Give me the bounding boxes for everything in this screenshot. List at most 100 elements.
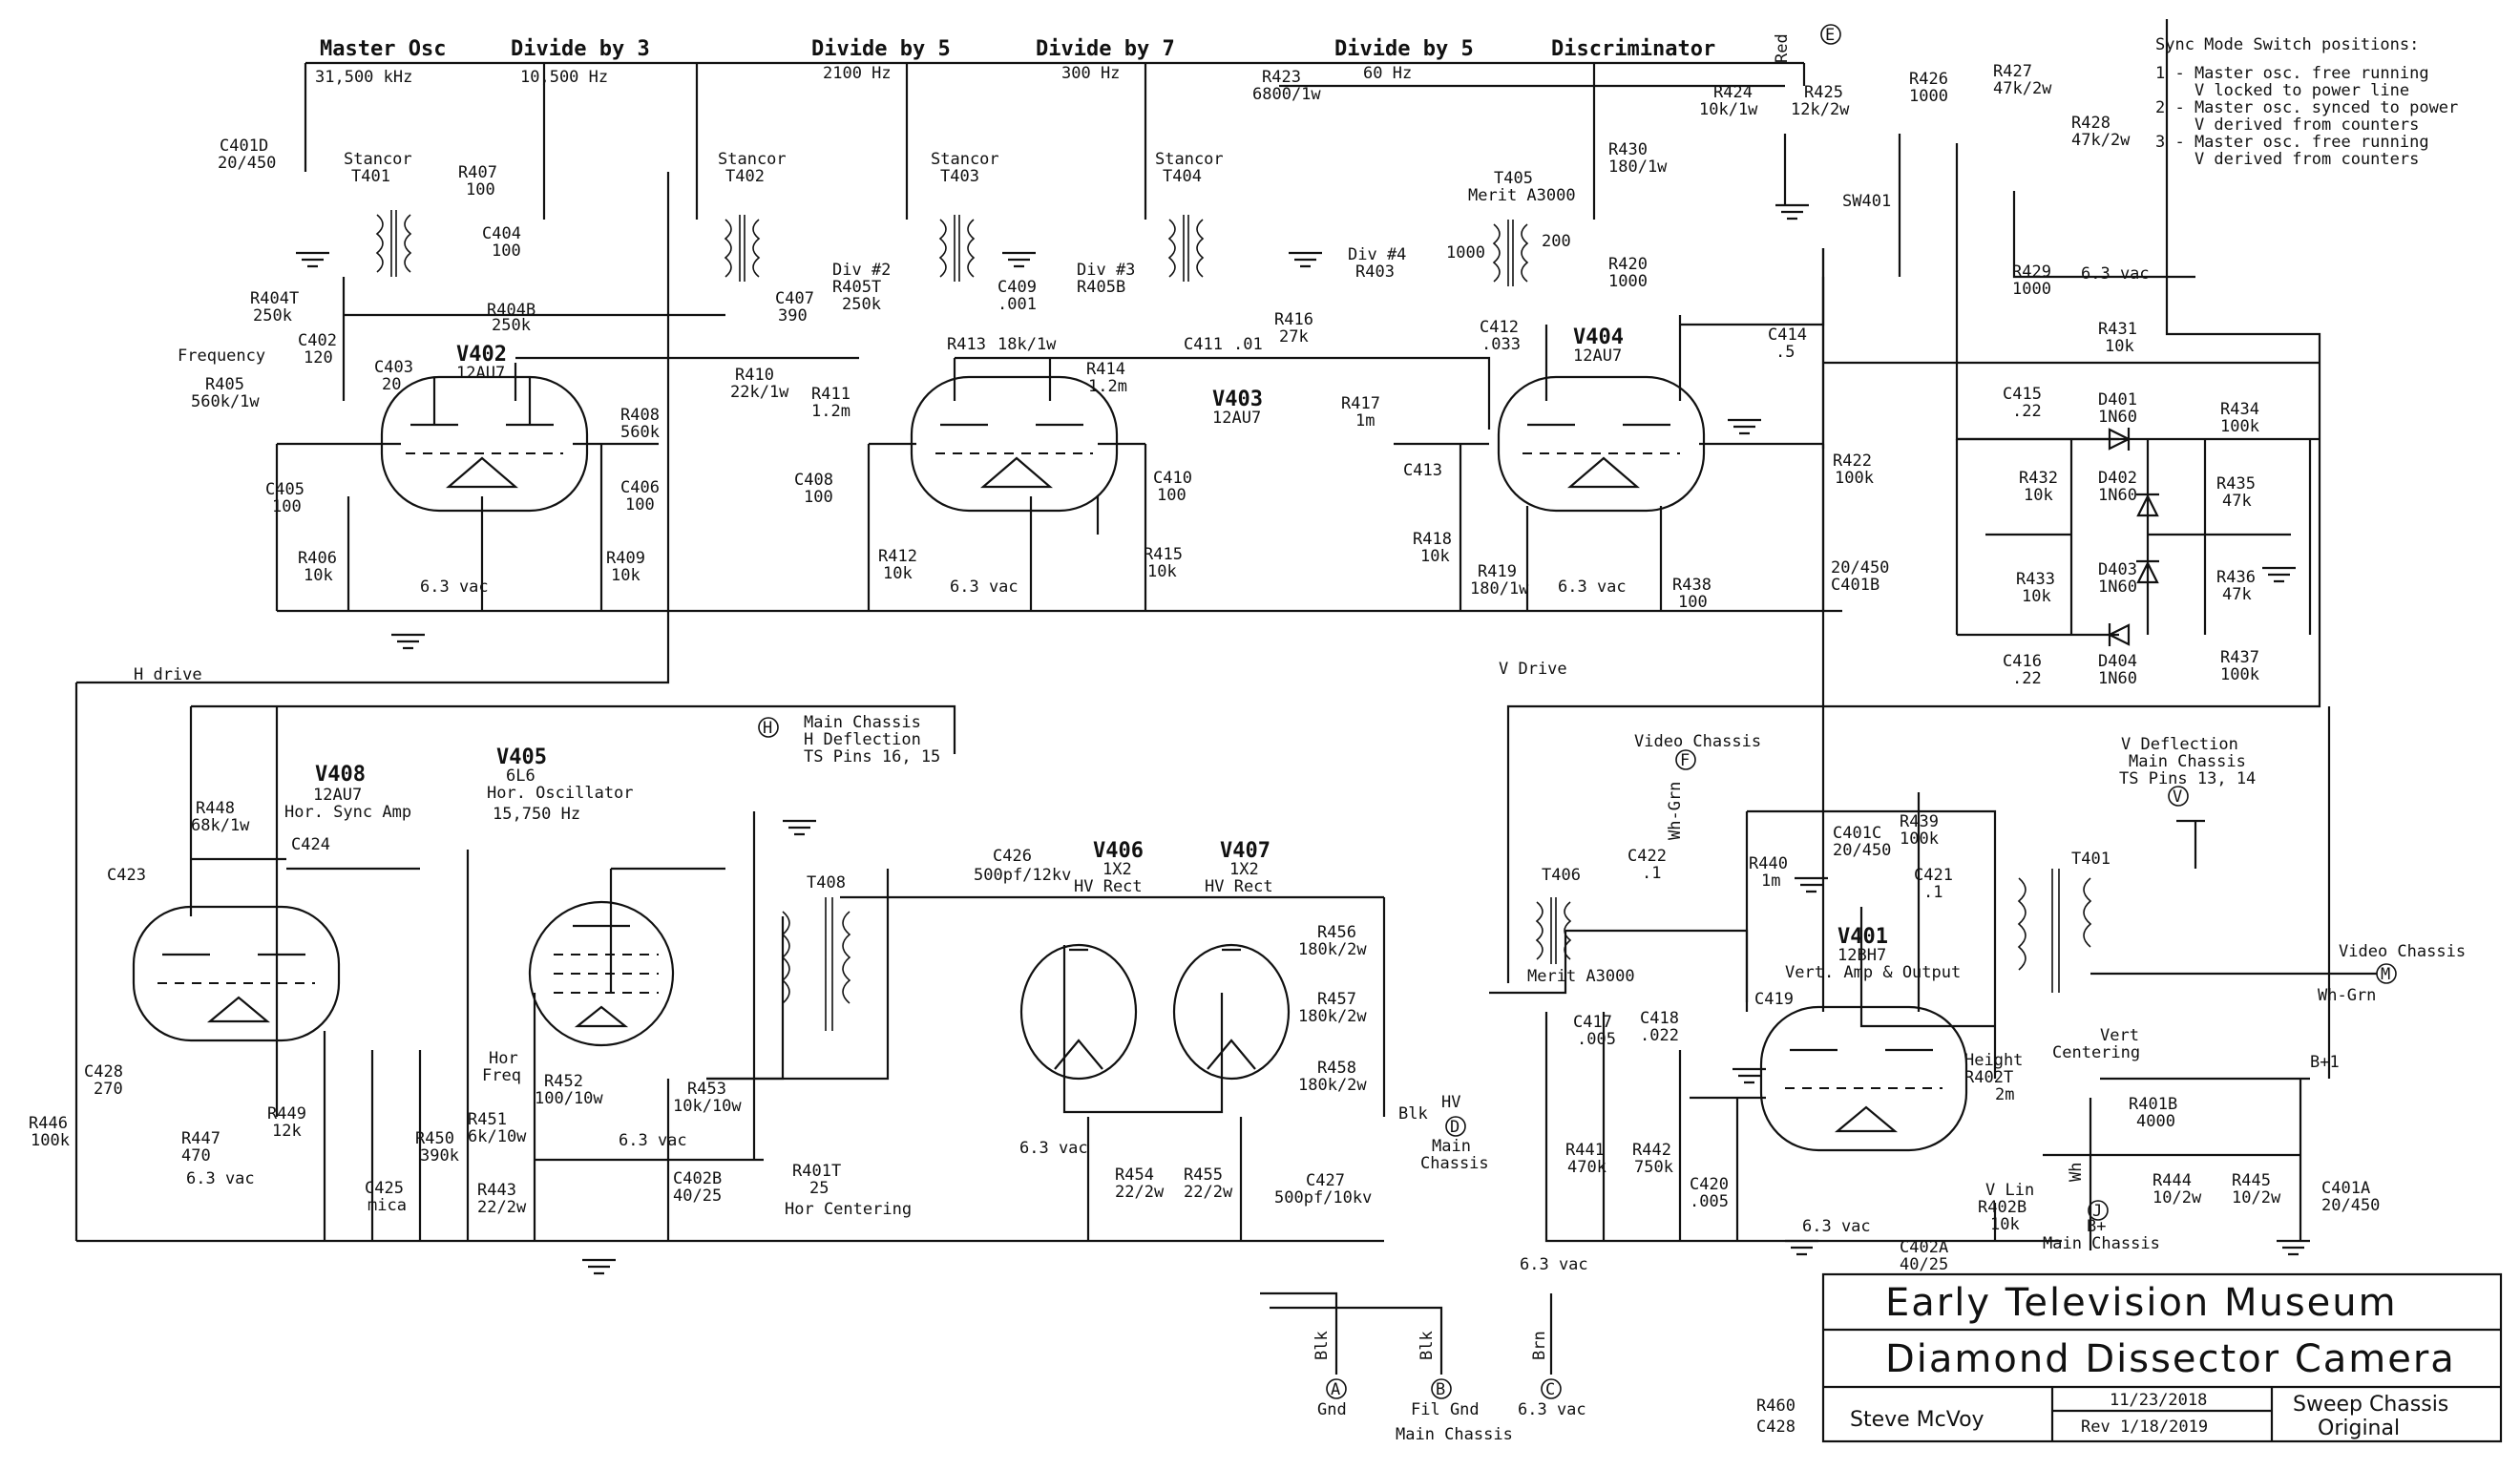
part-ref: C408 (794, 471, 833, 490)
transformer-t406: T406 Merit A3000 (1527, 866, 1635, 986)
part-value: 1N60 (2098, 669, 2137, 688)
xfmr-ref: T404 (1163, 167, 1202, 186)
part-value: 250k (253, 306, 292, 326)
part-value: 27k (1279, 327, 1309, 346)
part-ref: C423 (107, 866, 146, 885)
xfmr-ref: T403 (940, 167, 979, 186)
part-value: .22 (2012, 402, 2042, 421)
net-vac-brn: Brn (1530, 1331, 1549, 1360)
part-value: 1N60 (2098, 578, 2137, 597)
part-ref: R410 (735, 366, 774, 385)
tube-label: V403 (1212, 388, 1263, 411)
part-value: 180k/2w (1298, 1076, 1367, 1095)
part-ref: C406 (620, 478, 660, 497)
xfmr-maker: Stancor (931, 150, 999, 169)
part-ref: R452 (544, 1072, 583, 1091)
part-ref: C407 (775, 289, 814, 308)
part-value: 100k (2220, 665, 2259, 684)
net-vac-supply: 6.3 vac (2081, 264, 2150, 284)
net-hv: HV (1441, 1093, 1460, 1112)
part-ref: V Lin (1985, 1181, 2034, 1200)
part-ref: R407 (458, 163, 497, 182)
part-ref: R442 (1632, 1141, 1671, 1160)
part-value: 180/1w (1470, 579, 1529, 598)
title-project: Diamond Dissector Camera (1885, 1337, 2456, 1381)
part-ref: R426 (1909, 70, 1948, 89)
xfmr-ref: T405 (1494, 169, 1533, 188)
part-value: 10k/1w (1699, 100, 1758, 119)
part-ref: R419 (1478, 562, 1517, 581)
part-value: 1000 (2012, 280, 2051, 299)
stage-div3: Divide by 3 (511, 37, 650, 61)
part-value: 250k (492, 316, 531, 335)
part-value: 1m (1761, 872, 1780, 891)
title-sheet: Sweep Chassis (2293, 1393, 2448, 1417)
part-ref: C426 (993, 847, 1032, 866)
part-value: 100k (31, 1131, 70, 1150)
connector-m: M (2376, 963, 2397, 984)
net-v-drive: V Drive (1499, 660, 1567, 679)
tube-v401: V401 12BH7 Vert. Amp & Output (1759, 925, 1968, 1152)
part-ref: R405 (205, 375, 244, 394)
part-ref: C409 (998, 278, 1037, 297)
part-ref: C418 (1640, 1009, 1679, 1028)
title-sheet-sub: Original (2318, 1417, 2400, 1440)
part-value: R403 (1355, 262, 1395, 282)
part-value: 47k (2222, 585, 2252, 604)
part-ref: C420 (1690, 1175, 1729, 1194)
part-value: 10k (883, 564, 913, 583)
net-gnd: Gnd (1317, 1400, 1347, 1419)
part-ref: R413 (947, 335, 986, 354)
tubes-bottom: V408 12AU7 Hor. Sync Amp V405 6L6 Hor. O… (132, 746, 1968, 1152)
part-value: 470k (1567, 1158, 1606, 1177)
part-value: .001 (998, 295, 1037, 314)
part-value: 20/450 (1833, 841, 1891, 860)
part-value: 47k/2w (2071, 131, 2131, 150)
part-value: 20/450 (1831, 558, 1889, 578)
stage-div7: Divide by 7 (1036, 37, 1175, 61)
part-ref: R429 (2012, 262, 2051, 282)
part-ref: C402A (1900, 1238, 1948, 1257)
connector-label: E (1825, 26, 1835, 45)
part-ref: Vert (2100, 1026, 2139, 1045)
part-ref: R434 (2220, 400, 2259, 419)
part-ref: D404 (2098, 652, 2137, 671)
part-value: 20/450 (218, 154, 276, 173)
tube-func: Hor. Sync Amp (284, 803, 411, 822)
net-wh-grn: Wh-Grn (1666, 782, 1685, 840)
xfmr-ref: T402 (725, 167, 765, 186)
connector-label: D (1450, 1118, 1460, 1137)
part-ref: D403 (2098, 560, 2137, 579)
part-value: .22 (2012, 669, 2042, 688)
part-ref: C402B (673, 1169, 722, 1188)
stage-master-osc: Master Osc (320, 37, 446, 61)
transformer-t405: T405 Merit A3000 (1468, 169, 1576, 286)
net-filgnd-blk: Blk (1418, 1331, 1437, 1360)
net-wh-grn-right: Wh-Grn (2318, 986, 2376, 1005)
part-ref: R435 (2216, 474, 2256, 494)
part-value: 560k/1w (191, 392, 260, 411)
part-value: .01 (1233, 335, 1263, 354)
part-ref: R446 (29, 1114, 68, 1133)
tube-type: 12AU7 (456, 364, 505, 383)
part-value: 22/2w (1184, 1183, 1233, 1202)
tube-type: 12AU7 (313, 786, 362, 805)
connector-d: D (1445, 1116, 1466, 1137)
part-value: 500pf/10kv (1274, 1188, 1372, 1208)
part-ref: C428 (84, 1062, 123, 1082)
part-value: 10k (2105, 337, 2134, 356)
net-red: Red (1773, 33, 1792, 63)
part-value: 1.2m (811, 402, 850, 421)
part-value: 4000 (2136, 1112, 2175, 1131)
sync-line: 2 - Master osc. synced to power (2155, 98, 2458, 117)
title-block: Early Television Museum Diamond Dissecto… (1756, 1272, 2503, 1443)
part-value: 40/25 (673, 1186, 722, 1206)
tube-v407: V407 1X2 HV Rect (1172, 839, 1291, 1081)
part-value: 100 (492, 242, 521, 261)
tubes-top: V402 12AU7 V403 12AU7 V404 12AU7 (380, 326, 1706, 513)
part-value: 1N60 (2098, 486, 2137, 505)
part-ref: Div #4 (1348, 245, 1406, 264)
vac-label: 6.3 vac (619, 1131, 687, 1150)
part-ref: D401 (2098, 390, 2137, 410)
